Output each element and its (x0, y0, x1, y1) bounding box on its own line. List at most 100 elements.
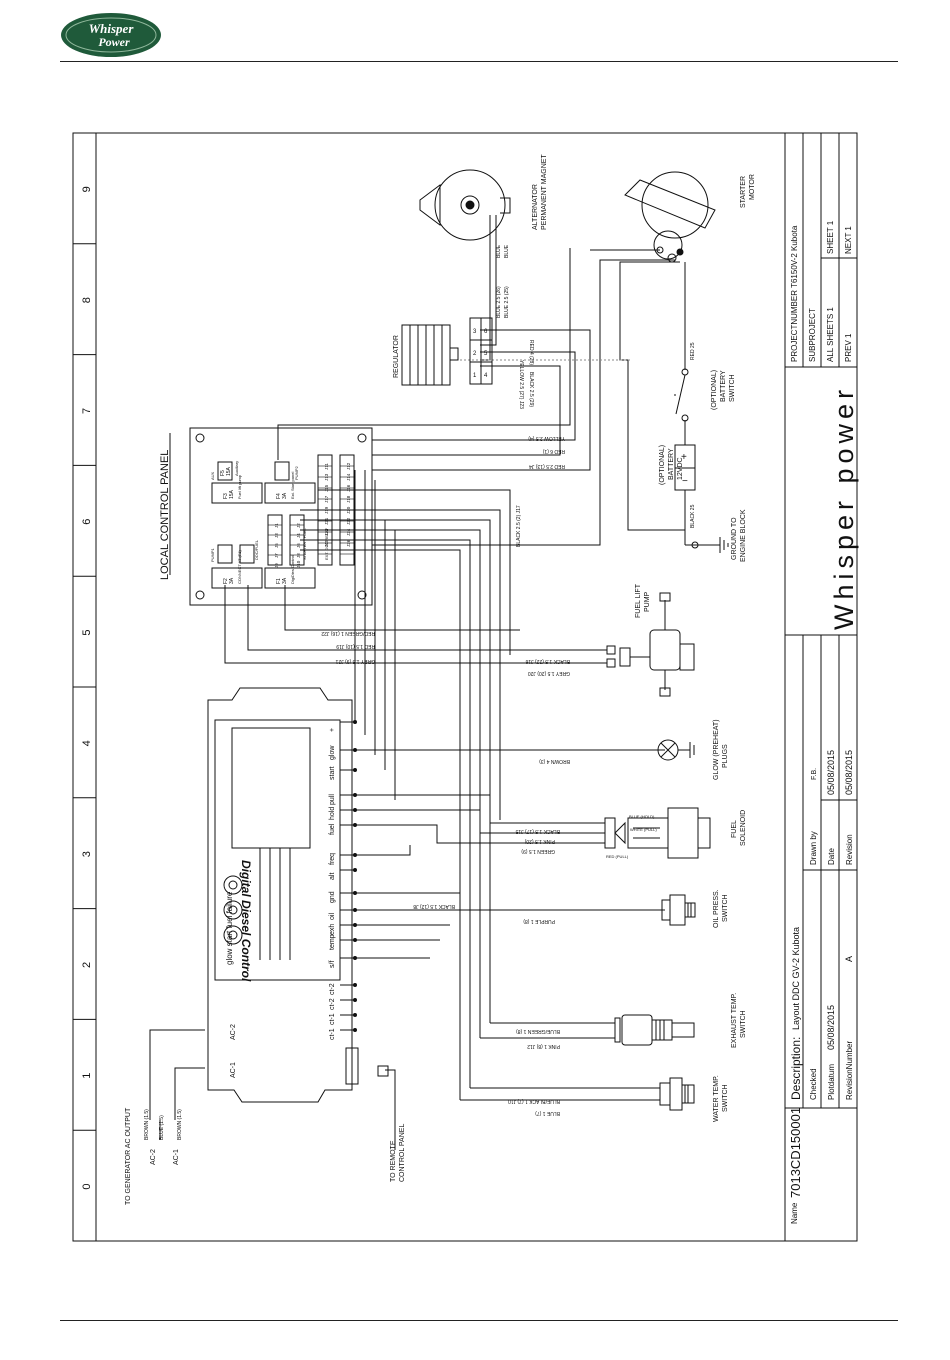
battery-switch-symbol (672, 368, 689, 422)
junction-label: J19 (324, 506, 329, 514)
ddc-pin-dot (353, 720, 357, 724)
svg-text:5: 5 (484, 351, 488, 357)
sensor-wire-label: BLACK 1.5 (17) J15 (515, 828, 560, 834)
svg-text:BLUE (HOLD): BLUE (HOLD) (629, 814, 655, 819)
panel-wire-label: RED 1.5 (10) J19 (336, 643, 375, 649)
water-temp-switch-symbol (659, 1077, 695, 1111)
fuse-id: F5 (220, 470, 226, 476)
junction-label: J15 (324, 484, 329, 492)
exhaust-label-2: SWITCH (740, 1010, 747, 1038)
sensor-wire-label: BLUE 1 (7) (535, 1110, 560, 1116)
ddc-pin-dot (353, 908, 357, 912)
junction-label: J20 (346, 506, 351, 514)
panel-wire-label: RED/GREEN 1 (16) J22 (321, 630, 375, 636)
zone-number: 5 (81, 629, 93, 635)
alternator-wire-label: BLUE 2.5 (25) (504, 286, 510, 318)
header-rule (60, 61, 898, 62)
regulator-pins: 3 2 1 6 5 4 (473, 329, 488, 379)
sensor-wire-label: BLUE/BLACK 1 (7) J10 (508, 1098, 560, 1104)
ddc-terminal-label: + (329, 728, 336, 732)
ddc-pin-dot (353, 938, 357, 942)
wires (149, 215, 720, 1150)
ddc-pin-dot (353, 823, 357, 827)
battery-label-2: BATTERY (668, 448, 675, 480)
fuse-rating: 3A (282, 492, 288, 499)
remote-label-2: CONTROL PANEL (399, 1124, 406, 1182)
ddc-terminal-label: pull (329, 794, 336, 805)
ddc-terminal-label: hold (329, 807, 336, 820)
zone-number: 2 (81, 962, 93, 968)
panel-wire-label: BLACK 1.5 (22) J16 (525, 658, 570, 664)
ddc-terminal-label: ct-1 (329, 1013, 336, 1025)
ddc-pin-dot (353, 956, 357, 960)
fuel-pump-label-2: PUMP (644, 591, 651, 612)
ddc-terminal-label: freq (329, 853, 336, 865)
alternator-label-2: PERMANENT MAGNET (541, 154, 548, 230)
remote-connector (377, 1065, 389, 1077)
svg-text:1: 1 (473, 373, 477, 379)
relay-label: STARTER / FUEL (302, 527, 307, 560)
relay-label: DDC/FUEL (254, 539, 259, 560)
zone-number: 1 (81, 1073, 93, 1079)
junction-label: J5 (274, 543, 279, 548)
alternator-label-1: ALTERNATOR (532, 184, 539, 230)
sensor-wire-label: PINK 1 (8) J12 (527, 1043, 560, 1049)
alternator-wire-label: BLUE (496, 244, 502, 258)
fuse-id: F4 (276, 493, 282, 499)
fuse-rating: 3A (229, 577, 235, 584)
logo-text-2: Power (98, 35, 130, 49)
solenoid-tags: BLUE (HOLD) WHITE (PULL) RED (PULL) (606, 814, 657, 859)
sensor-wire-label: BLACK 1.5 (12) J8 (413, 903, 455, 909)
battery-wire-label: RED 25 (690, 342, 696, 360)
whisper-power-logo: Whisper Power (61, 13, 161, 57)
panel-wire-label: RED 6 (1) (542, 448, 565, 454)
svg-text:6: 6 (484, 329, 488, 335)
ddc-terminal-labels: +glowstartpullholdfuelfreqaltgndoilexhte… (230, 728, 336, 1078)
relay-label: PUMP1 (210, 547, 215, 562)
ground-label-1: GROUND TO (731, 517, 738, 560)
junction-label: J21 (324, 517, 329, 525)
regulator-wire-label: YELLOW 2.5 (27) J23 (518, 360, 524, 409)
fuse-name: Ext. Start panel (290, 472, 295, 499)
ground-label-2: ENGINE BLOCK (740, 509, 747, 562)
svg-text:4: 4 (484, 373, 488, 379)
fuse-name: CONNECT AT (F1) (237, 550, 242, 584)
footer-rule (60, 1320, 898, 1321)
fuse-rating: 15A (226, 466, 232, 476)
ddc-ac-label: AC-2 (230, 1024, 237, 1040)
sensor-wire-label: PURPLE 1 (8) (523, 918, 555, 924)
ddc-pin-dot (353, 983, 357, 987)
ddc-terminal-label: start (329, 766, 336, 780)
regulator-symbol (401, 317, 493, 386)
fuse-name: Fuel lift pump (237, 474, 242, 499)
battery-label-1: (OPTIONAL) (659, 445, 666, 485)
svg-text:WHITE (PULL): WHITE (PULL) (630, 827, 657, 832)
alternator-wire-label: BLUE 2.5 (26) (496, 286, 502, 318)
remote-label-1: TO REMOTE (390, 1140, 397, 1182)
regulator-wire-label: BLACK 2.5 (29) (528, 372, 534, 407)
date-value: 05/08/2015 (826, 750, 836, 795)
zone-number: 7 (81, 408, 93, 414)
ddc-pin-dot (353, 808, 357, 812)
junction-label: J13 (324, 473, 329, 481)
junction-label: J25 (324, 539, 329, 547)
alternator-wire-label: BLUE (504, 244, 510, 258)
zone-number: 3 (81, 851, 93, 857)
ddc-controller (207, 687, 359, 1103)
local-control-panel-title: LOCAL CONTROL PANEL (159, 450, 171, 580)
ddc-pin-dot (353, 891, 357, 895)
revision-value: 05/08/2015 (844, 750, 854, 795)
battery-wire-label: BLACK 2.5 (2) J17 (516, 505, 522, 547)
battery-label-3: 12VDC (677, 457, 684, 480)
junction-label: J1 (274, 523, 279, 528)
fuse-rating: 3A (282, 577, 288, 584)
drawn-by-label: Drawn by (809, 831, 818, 865)
title-block (784, 132, 858, 1242)
solenoid-label-2: SOLENOID (740, 810, 747, 846)
fuel-solenoid-symbol (604, 807, 711, 859)
svg-text:+: + (681, 452, 687, 463)
zone-number: 0 (81, 1183, 93, 1189)
junction-label: J24 (346, 528, 351, 536)
water-temp-label-1: WATER TEMP. (713, 1075, 720, 1122)
junction-label: J22 (346, 517, 351, 525)
